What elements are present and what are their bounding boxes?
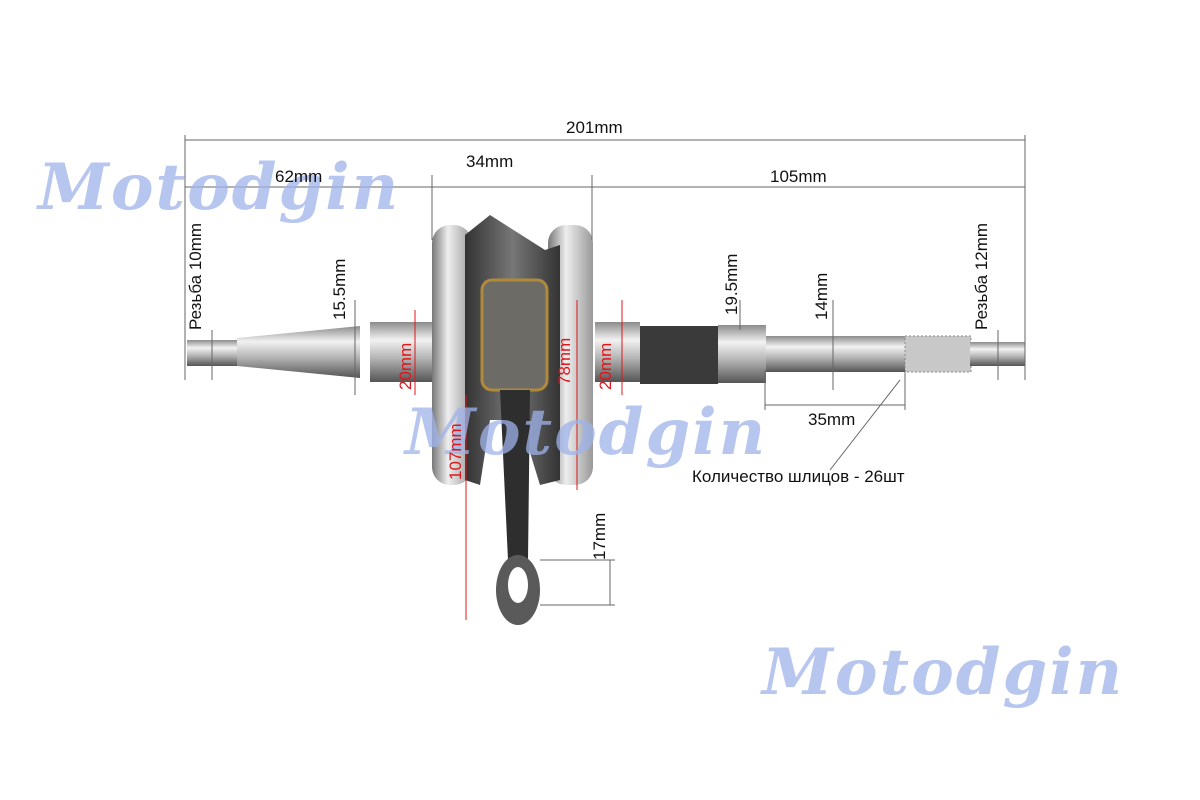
- spline-count: Количество шлицов - 26шт: [692, 467, 905, 486]
- dim-right-shaft-diameter: 14mm: [812, 272, 831, 320]
- dim-right-journal: 20mm: [596, 342, 615, 390]
- connecting-rod: [500, 390, 530, 560]
- dim-small-end: 17mm: [590, 512, 609, 560]
- watermark: Motodgin: [405, 395, 768, 470]
- dim-left-journal: 20mm: [396, 342, 415, 390]
- worm-gear: [640, 326, 718, 384]
- left-thread: [187, 340, 239, 366]
- dim-crank-width: 34mm: [466, 152, 514, 171]
- dim-right-shaft: 105mm: [770, 167, 827, 186]
- dim-right-thread: Резьба 12mm: [972, 222, 991, 330]
- left-web: [432, 225, 472, 485]
- dim-left-shaft: 62mm: [275, 167, 323, 186]
- left-journal: [370, 322, 435, 382]
- dim-worm-diameter: 19.5mm: [722, 253, 741, 315]
- crank-pin-bearing: [480, 278, 549, 392]
- watermark: Motodgin: [38, 150, 401, 225]
- dim-left-thread: Резьба 10mm: [186, 222, 205, 330]
- dim-left-taper: 15.5mm: [330, 258, 349, 320]
- dim-web-diameter: 78mm: [555, 337, 574, 385]
- dim-overall-height: 107mm: [446, 423, 465, 480]
- splines: [904, 335, 972, 373]
- watermark: Motodgin: [762, 635, 1125, 710]
- left-taper: [237, 326, 360, 378]
- dim-spline-length: 35mm: [808, 410, 856, 429]
- right-journal: [595, 322, 640, 382]
- dim-total-length: 201mm: [566, 118, 623, 137]
